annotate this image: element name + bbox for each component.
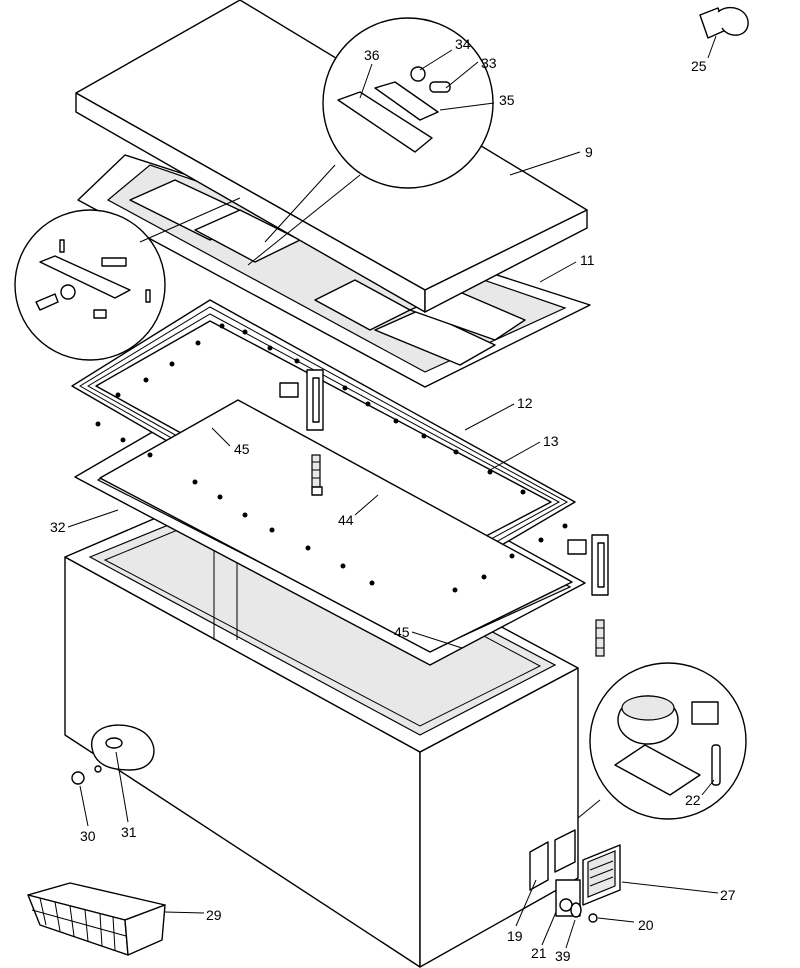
callout-31: 31 (121, 824, 137, 840)
screw-set (95, 323, 568, 593)
callout-34: 34 (455, 36, 471, 52)
freezer-cabinet (64, 483, 579, 968)
lid (75, 0, 588, 313)
callout-30: 30 (80, 828, 96, 844)
callout-13: 13 (543, 433, 559, 449)
callout-21: 21 (531, 945, 547, 961)
lock-detail-circle (247, 17, 494, 266)
callout-45-upper: 45 (234, 441, 250, 457)
callout-labels: 34 33 36 35 25 9 11 12 13 45 44 32 45 30… (50, 36, 736, 964)
thermostat-assembly (555, 879, 598, 923)
callout-44: 44 (338, 512, 354, 528)
callout-39: 39 (555, 948, 571, 964)
callout-45-lower: 45 (394, 624, 410, 640)
latch-detail-circle (14, 197, 241, 361)
callout-33: 33 (481, 55, 497, 71)
drain-plug-area (71, 724, 155, 785)
callout-9: 9 (585, 144, 593, 160)
callout-19: 19 (507, 928, 523, 944)
rear-grille (582, 844, 621, 906)
callout-36: 36 (364, 47, 380, 63)
clip (699, 7, 749, 39)
callout-32: 32 (50, 519, 66, 535)
hinge-left (279, 369, 324, 496)
callout-35: 35 (499, 92, 515, 108)
callout-11: 11 (580, 252, 595, 268)
callout-27: 27 (720, 887, 736, 903)
callout-25: 25 (691, 58, 707, 74)
compressor-detail-circle (577, 662, 747, 820)
wire-basket (27, 882, 166, 956)
callout-20: 20 (638, 917, 654, 933)
callout-22: 22 (685, 792, 701, 808)
leader-lines (67, 35, 719, 949)
callout-12: 12 (517, 395, 533, 411)
callout-29: 29 (206, 907, 222, 923)
hinge-right (567, 534, 609, 657)
